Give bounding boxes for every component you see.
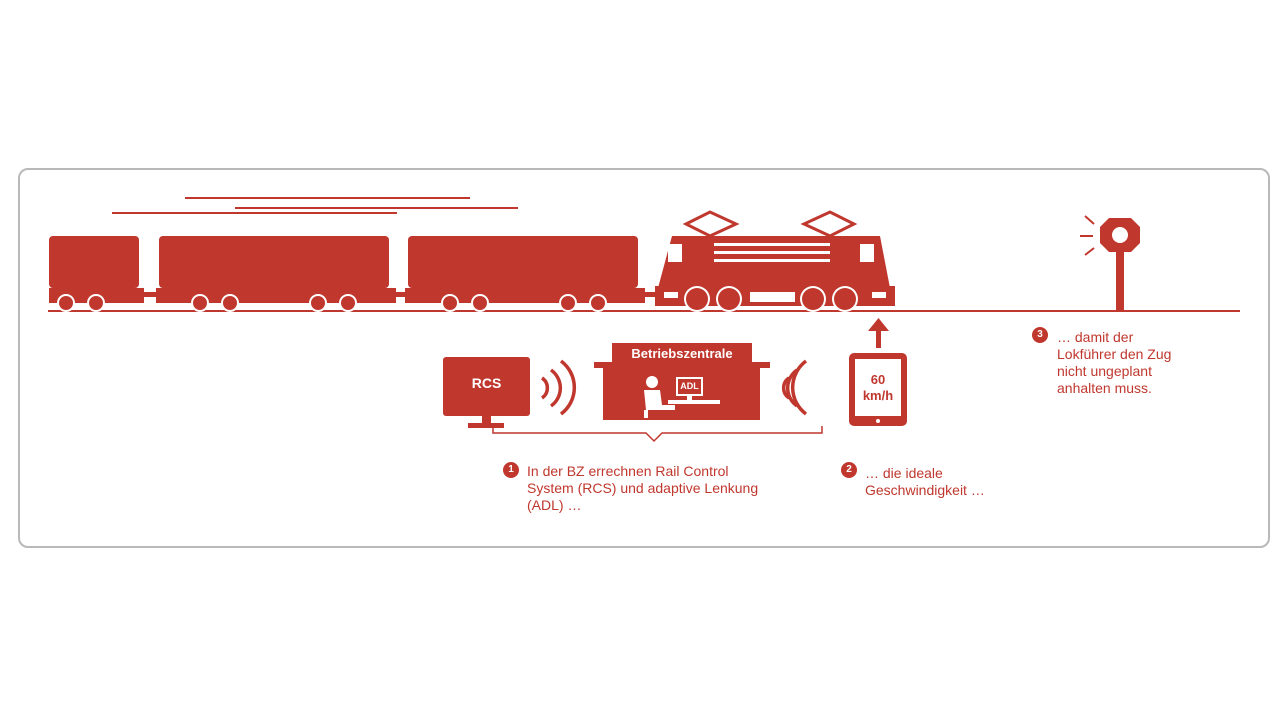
operator-icon <box>644 376 675 418</box>
step-1-text: In der BZ errechnen Rail Control System … <box>527 463 758 514</box>
speed-unit: km/h <box>862 388 894 403</box>
wireless-signal-icon <box>540 359 576 416</box>
step-3-number: 3 <box>1032 327 1048 343</box>
rcs-label: RCS <box>471 375 502 391</box>
tablet-icon <box>849 353 907 426</box>
wagon <box>159 236 389 288</box>
up-arrow-icon <box>868 318 889 348</box>
step-3-line: Lokführer den Zug <box>1057 346 1172 362</box>
motion-lines <box>112 197 518 214</box>
train-icon <box>49 210 895 312</box>
step-2-line: … die ideale <box>865 465 943 481</box>
wireless-signal-icon <box>781 359 808 416</box>
bracket <box>492 426 823 443</box>
step-1-line: System (RCS) und adaptive Lenkung <box>527 480 759 496</box>
step-2-number: 2 <box>841 462 857 478</box>
signal-icon <box>1080 215 1140 312</box>
step-1-line: (ADL) … <box>527 497 582 513</box>
computer-monitor-icon <box>443 357 530 428</box>
control-center-label: Betriebszentrale <box>631 346 733 361</box>
step-3-line: nicht ungeplant <box>1057 363 1152 379</box>
step-3-line: … damit der <box>1057 329 1134 345</box>
wagon <box>49 236 139 288</box>
control-center-icon <box>594 343 770 420</box>
step-3-line: anhalten muss. <box>1057 380 1152 396</box>
locomotive <box>655 210 895 312</box>
step-3-text: … damit der Lokführer den Zug nicht unge… <box>1057 329 1171 397</box>
wagon <box>408 236 638 288</box>
step-1-number: 1 <box>503 462 519 478</box>
step-2-line: Geschwindigkeit … <box>865 482 985 498</box>
speed-value: 60 <box>870 372 886 387</box>
step-2-text: … die ideale Geschwindigkeit … <box>865 465 985 499</box>
adl-label: ADL <box>680 381 699 391</box>
step-1-line: In der BZ errechnen Rail Control <box>527 463 729 479</box>
